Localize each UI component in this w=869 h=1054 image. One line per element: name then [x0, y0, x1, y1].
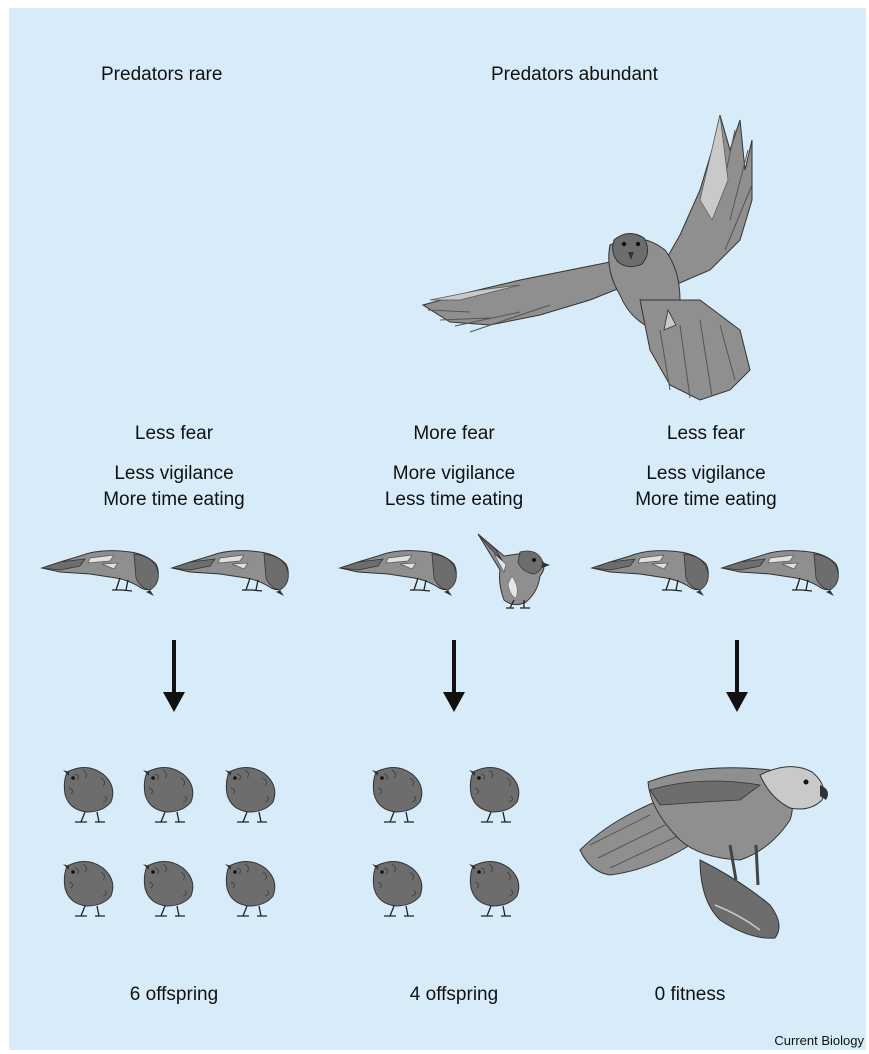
- bird-row: [42, 534, 838, 608]
- alert-bird-icon: [478, 534, 550, 608]
- arrow-down-icon: [443, 640, 465, 712]
- eating-label-col1: More time eating: [74, 489, 274, 511]
- outcome-label-col1: 6 offspring: [74, 984, 274, 1006]
- chick-icon: [372, 767, 422, 822]
- eating-label-col3: More time eating: [606, 489, 806, 511]
- feeding-bird-icon: [172, 551, 288, 596]
- chick-icon: [143, 861, 193, 916]
- vigilance-label-col1: Less vigilance: [74, 463, 274, 485]
- credit-label: Current Biology: [764, 1033, 864, 1048]
- chick-icon: [469, 767, 519, 822]
- fear-label-col1: Less fear: [74, 423, 274, 445]
- vigilance-label-col3: Less vigilance: [606, 463, 806, 485]
- feeding-bird-icon: [592, 551, 708, 596]
- flying-hawk-illustration: [423, 115, 752, 400]
- feeding-bird-icon: [340, 551, 456, 596]
- feeding-bird-icon: [722, 551, 838, 596]
- chick-icon: [469, 861, 519, 916]
- fear-label-col2: More fear: [354, 423, 554, 445]
- eating-label-col2: Less time eating: [354, 489, 554, 511]
- vigilance-label-col2: More vigilance: [354, 463, 554, 485]
- hawk-with-prey-illustration: [580, 767, 828, 939]
- outcome-label-col2: 4 offspring: [354, 984, 554, 1006]
- header-predators-rare: Predators rare: [101, 64, 222, 86]
- chick-icon: [143, 767, 193, 822]
- chick-icon: [372, 861, 422, 916]
- fear-label-col3: Less fear: [606, 423, 806, 445]
- arrow-down-icon: [726, 640, 748, 712]
- chick-icon: [225, 767, 275, 822]
- chick-icon: [225, 861, 275, 916]
- header-predators-abundant: Predators abundant: [491, 64, 658, 86]
- feeding-bird-icon: [42, 551, 158, 596]
- chick-icon: [63, 861, 113, 916]
- offspring-group-6: [63, 767, 275, 916]
- offspring-group-4: [372, 767, 519, 916]
- chick-icon: [63, 767, 113, 822]
- arrow-down-icon: [163, 640, 185, 712]
- outcome-label-col3: 0 fitness: [590, 984, 790, 1006]
